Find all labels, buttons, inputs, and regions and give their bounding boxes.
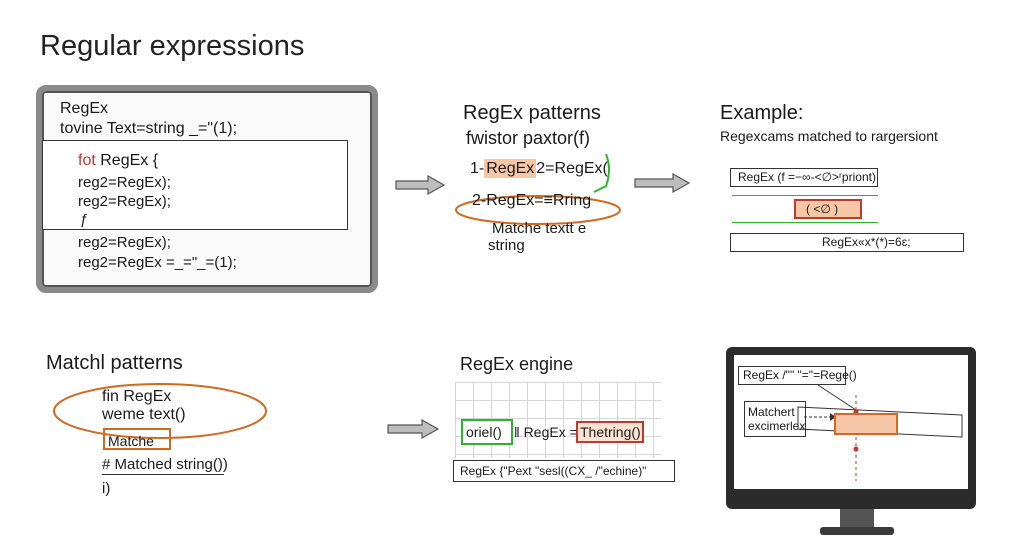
monitor-side-box: [744, 401, 806, 437]
arrow-right-icon: [634, 172, 691, 194]
example-box1-text: RegEx (f =−∞-<∅>ʳpriont): [738, 170, 876, 184]
code-inner-line2: reg2=RegEx);: [78, 174, 171, 191]
monitor-diagram: [797, 384, 963, 481]
engine-right-box: [576, 421, 644, 443]
patterns-row2: 2-RegEx=≡Rring: [472, 192, 592, 209]
example-box3-text: RegEx«x*(*)=6ɛ;: [822, 235, 911, 249]
example-heading: Example:: [720, 102, 804, 124]
code-inner-line1: fot RegEx {: [78, 152, 158, 170]
match-box-text: Matche: [108, 433, 154, 449]
engine-bottom-box: [453, 460, 675, 482]
example-subheading: Regexcams matched to rargersiont: [720, 128, 938, 144]
patterns-row1-highlight: RegEx: [484, 159, 537, 178]
match-underline: [102, 474, 224, 475]
match-line1: fin RegEx: [102, 388, 172, 405]
code-inner-line4: ƒ: [80, 211, 89, 228]
monitor-neck: [840, 509, 874, 529]
page-title: Regular expressions: [40, 30, 305, 62]
code-inner-line1-rest: RegEx {: [95, 152, 159, 169]
arrow-right-icon: [395, 174, 446, 196]
engine-bottom-text: RegEx {"Pext "sesl((CX_ /"echine)": [460, 464, 647, 478]
code-line-after2: reg2=RegEx =_="_=(1);: [78, 254, 237, 271]
match-line4: i): [102, 480, 111, 497]
code-keyword: fot: [78, 152, 96, 169]
arrow-right-icon: [387, 418, 440, 440]
engine-right-text: Thetring(): [580, 424, 641, 440]
engine-mid-text: ‖ RegEx =: [514, 424, 578, 440]
monitor-label-box: [738, 366, 846, 385]
example-box2-text: ( <∅ ): [806, 202, 839, 216]
patterns-heading: RegEx patterns: [463, 102, 601, 124]
patterns-subheading: fwistor paxtor(f): [466, 128, 591, 148]
code-line-declaration: tovine Text=string _="(1);: [60, 120, 238, 137]
monitor-match-box: [834, 413, 898, 435]
example-box3: [730, 233, 964, 252]
patterns-row1-rest: 2=RegEx(: [536, 160, 608, 177]
engine-left-box: [461, 419, 513, 445]
green-bracket: [593, 153, 610, 193]
code-line-after1: reg2=RegEx);: [78, 234, 171, 251]
green-line-top: [732, 195, 878, 196]
monitor-side2: excimerlex: [748, 419, 806, 433]
match-box: [103, 428, 171, 450]
patterns-caption2: string: [488, 237, 525, 254]
orange-ellipse: [455, 195, 621, 225]
monitor-stand: [820, 527, 894, 535]
code-line-regex: RegEx: [60, 100, 109, 117]
orange-ellipse: [53, 383, 267, 439]
engine-left-text: oriel(): [466, 424, 502, 440]
match-line2: weme text(): [102, 406, 186, 423]
monitor-side1: Matchert: [748, 405, 795, 419]
patterns-caption1: Matche textt e: [492, 220, 587, 237]
engine-heading: RegEx engine: [460, 354, 574, 374]
green-line-bottom: [732, 222, 878, 223]
match-heading: Matchl patterns: [46, 352, 183, 374]
code-inner-line3: reg2=RegEx);: [78, 193, 171, 210]
example-box1: [730, 168, 878, 187]
example-match-box: [794, 199, 862, 219]
code-inner-box: [42, 140, 348, 230]
monitor-label-text: RegEx /"" "="=Rege(): [743, 368, 857, 382]
patterns-row1-prefix: 1-: [470, 160, 485, 177]
match-line3: # Matched string()): [102, 456, 228, 473]
